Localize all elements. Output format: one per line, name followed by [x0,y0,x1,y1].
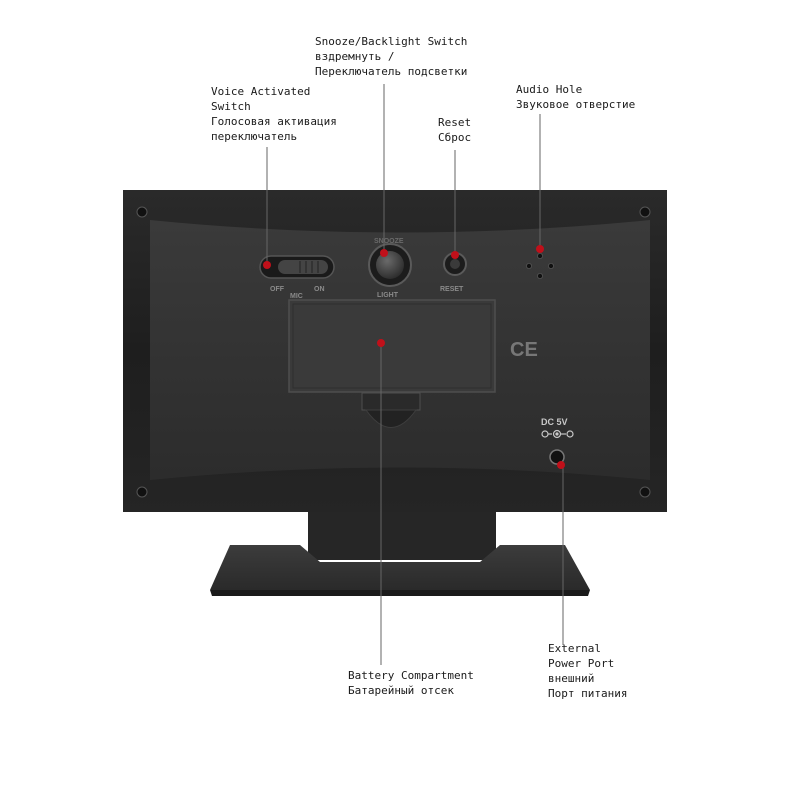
switch-off-label: OFF [270,286,285,293]
switch-mic-label: MIC [290,293,303,300]
callout-markers [263,245,565,469]
voice-switch-label: Voice Activated Switch Голосовая активац… [211,85,337,143]
voice-switch [259,255,335,279]
screws [136,206,651,498]
battery-compartment-label: Battery Compartment Батарейный отсек [348,669,474,697]
light-emboss-label: LIGHT [377,292,399,299]
snooze-emboss-label: SNOOZE [374,238,404,245]
dc-label: DC 5V [541,417,568,427]
stand-base [210,545,590,590]
snooze-backlight-label: Snooze/Backlight Switch вздремнуть / Пер… [315,35,468,78]
leader-lines [266,84,564,665]
polarity-symbol [541,429,574,439]
battery-compartment [288,299,496,393]
dc-power-port [549,449,565,465]
snooze-button [376,251,404,279]
ce-mark: CE [510,339,538,361]
reset-label: Reset Сброс [438,116,472,144]
switch-on-label: ON [314,286,325,293]
external-power-label: External Power Port внешний Порт питания [548,642,628,700]
battery-latch [361,392,421,411]
reset-emboss-label: RESET [440,286,464,293]
audio-hole-label: Audio Hole Звуковое отверстие [516,83,636,111]
audio-holes [526,252,555,279]
